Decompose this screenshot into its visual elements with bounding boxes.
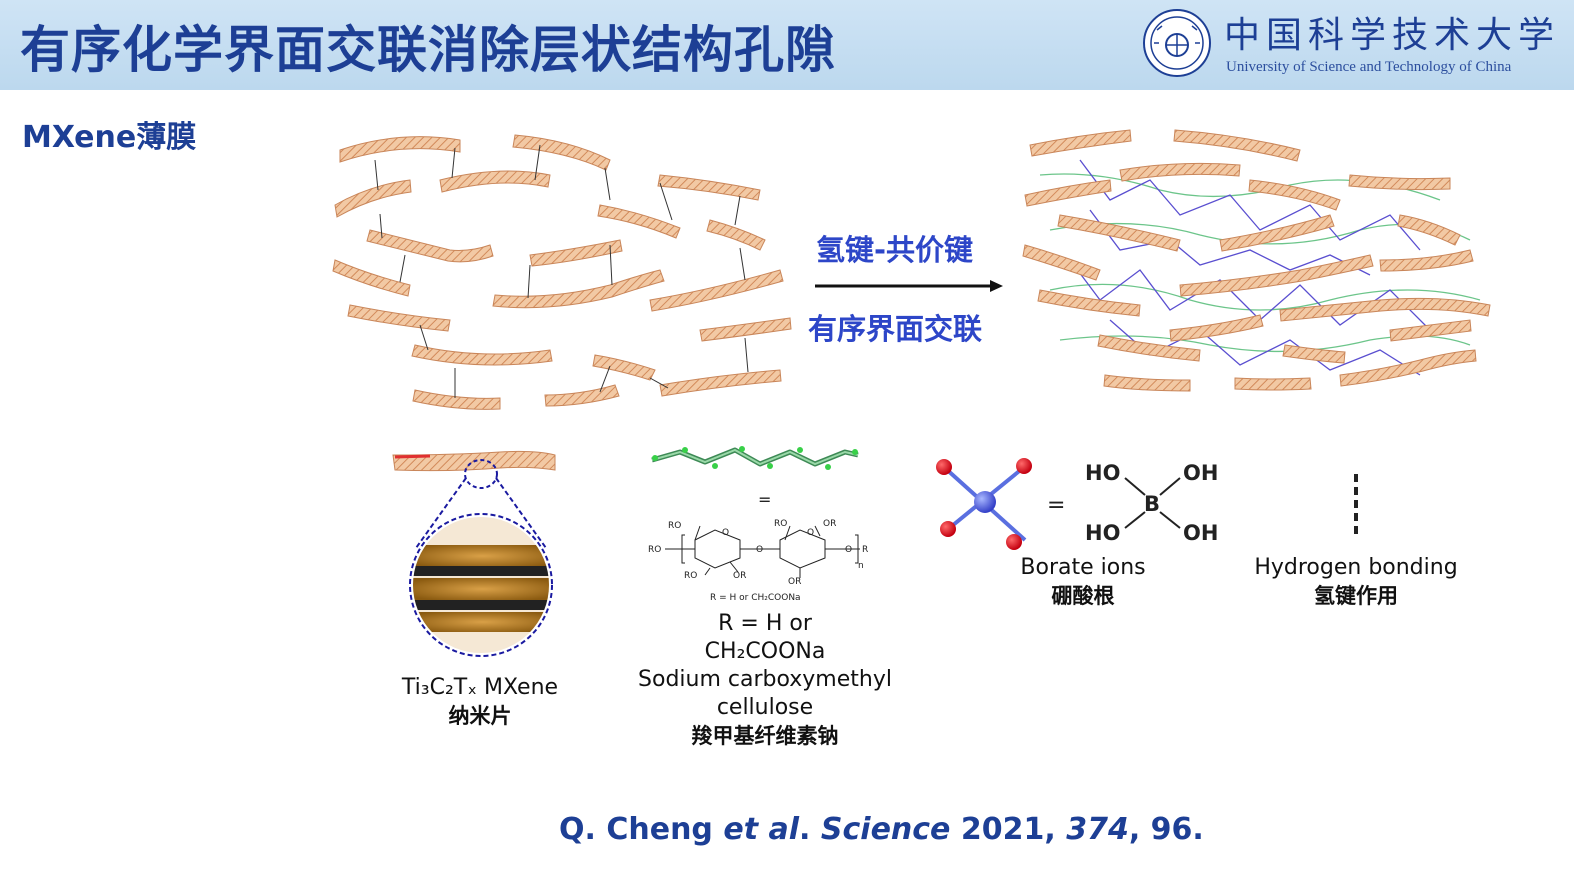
cmc-cn: 羧甲基纤维素钠 (691, 724, 839, 748)
svg-text:RO: RO (684, 571, 697, 581)
svg-text:OR: OR (788, 577, 801, 587)
university-logo-icon (1143, 9, 1211, 77)
svg-text:=: = (758, 490, 771, 509)
svg-text:OH: OH (1183, 461, 1218, 485)
disordered-links (374, 144, 749, 398)
svg-text:OR: OR (823, 519, 836, 529)
citation-year: 2021, (960, 812, 1056, 847)
cmc-name-1: Sodium carboxymethyl (638, 667, 892, 692)
svg-text:HO: HO (1085, 461, 1120, 485)
citation-volume: 374 (1066, 812, 1129, 847)
university-name-cn: 中国科学技术大学 (1224, 15, 1561, 56)
header-bar: 有序化学界面交联消除层状结构孔隙 中国科学技术大学 University of … (0, 0, 1574, 90)
process-arrow (815, 280, 1003, 292)
citation-pages: , 96. (1128, 812, 1204, 847)
citation: Q. Cheng et al. Science 2021, 374, 96. (559, 812, 1204, 847)
svg-text:OR: OR (733, 571, 746, 581)
svg-text:O: O (722, 528, 729, 538)
svg-text:B: B (1144, 492, 1160, 516)
cmc-caption: R = H or CH₂COONa Sodium carboxymethyl c… (625, 610, 905, 750)
svg-text:HO: HO (1085, 521, 1120, 545)
borate-equals: = (1047, 493, 1065, 518)
svg-text:OH: OH (1183, 521, 1218, 545)
svg-text:RO: RO (668, 521, 681, 531)
university-name-en: University of Science and Technology of … (1226, 59, 1512, 75)
svg-text:n: n (858, 561, 864, 571)
borate-en: Borate ions (1020, 555, 1146, 580)
mxene-formula: Ti₃C₂Tₓ MXene (401, 675, 559, 700)
cmc-chain-illustration: = RO RO O RO OR O RO OR O O (648, 446, 868, 587)
cmc-r-def2: CH₂COONa (704, 639, 826, 664)
hbond-caption: Hydrogen bonding 氢键作用 (1236, 554, 1476, 610)
borate-caption: Borate ions 硼酸根 (1000, 554, 1166, 610)
cmc-name-2: cellulose (716, 695, 814, 720)
arrow-label-bottom: 有序界面交联 (808, 312, 983, 346)
svg-text:O: O (756, 545, 763, 555)
citation-etal: et al (723, 812, 800, 847)
mxene-zoom-illustration (392, 450, 556, 657)
svg-text:RO: RO (774, 519, 787, 529)
svg-text:RO: RO (648, 545, 661, 555)
slide-title: 有序化学界面交联消除层状结构孔隙 (20, 21, 836, 79)
section-label: MXene薄膜 (22, 120, 197, 155)
hbond-cn: 氢键作用 (1314, 584, 1398, 608)
cmc-small-note: R = H or CH₂COONa (710, 593, 801, 603)
borate-ball-model (936, 458, 1032, 550)
citation-journal: Science (820, 812, 951, 847)
hbond-en: Hydrogen bonding (1254, 555, 1458, 580)
svg-text:O: O (845, 545, 852, 555)
citation-dot: . (799, 812, 811, 847)
cmc-r-def: R = H or (718, 611, 812, 636)
svg-text:O: O (807, 528, 814, 538)
borate-structure (1124, 477, 1181, 529)
ordered-sheets (1022, 129, 1491, 392)
disordered-sheets (332, 134, 792, 410)
arrow-label-top: 氢键-共价键 (816, 233, 974, 267)
mxene-caption: Ti₃C₂Tₓ MXene 纳米片 (390, 674, 570, 730)
citation-author: Q. Cheng (559, 812, 713, 847)
borate-cn: 硼酸根 (1051, 584, 1115, 608)
mxene-cn: 纳米片 (448, 704, 512, 728)
svg-text:R: R (862, 545, 868, 555)
